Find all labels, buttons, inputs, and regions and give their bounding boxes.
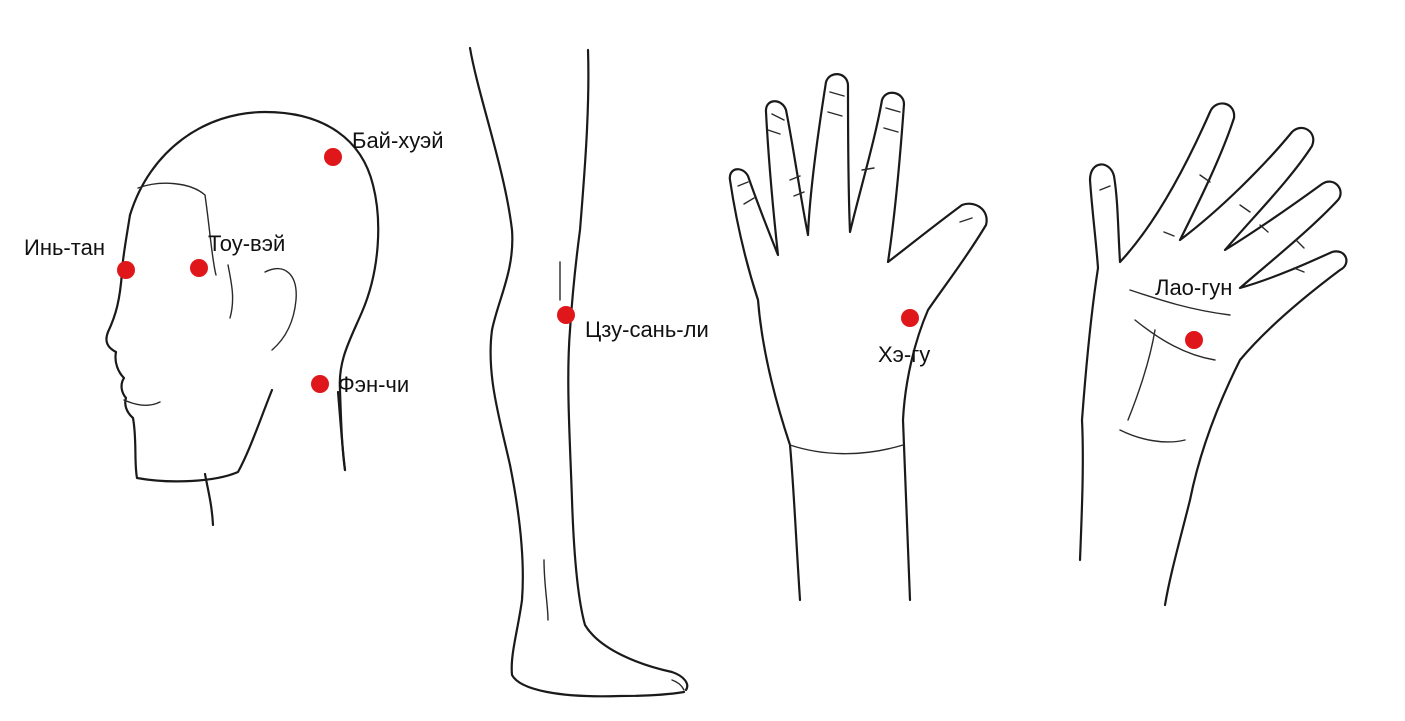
heel-line [543, 559, 549, 621]
acupoint-tou-wei [190, 259, 208, 277]
label-he-gu: Хэ-гу [878, 342, 930, 367]
neck-back-line [336, 390, 347, 472]
head-figure [105, 110, 380, 527]
leg-figure [468, 46, 689, 698]
label-bai-hui: Бай-хуэй [352, 128, 444, 153]
label-yin-tang: Инь-тан [24, 235, 105, 260]
label-tou-wei: Тоу-вэй [208, 231, 285, 256]
head-outline [128, 110, 380, 472]
acupoint-feng-chi [311, 375, 329, 393]
hand-back-wrist-line [789, 444, 904, 455]
leg-back-outline [567, 48, 689, 692]
hairline [137, 182, 217, 276]
palm-finger-lines [1099, 174, 1305, 273]
acupoint-he-gu [901, 309, 919, 327]
label-lao-gong: Лао-гун [1155, 275, 1232, 300]
toe-line [671, 679, 685, 691]
chin-line [123, 399, 161, 407]
acupoint-lao-gong [1185, 331, 1203, 349]
palm-crease-lines [1119, 289, 1231, 443]
ear-outline [227, 264, 297, 351]
face-outline [105, 213, 274, 483]
hand-back-outline [728, 73, 988, 602]
hand-palm-figure [1078, 102, 1348, 607]
label-zu-san-li: Цзу-сань-ли [585, 317, 709, 342]
acupoint-bai-hui [324, 148, 342, 166]
hand-palm-outline [1078, 102, 1348, 607]
leg-front-outline [468, 46, 686, 698]
hand-back-figure [728, 73, 988, 602]
acupoint-yin-tang [117, 261, 135, 279]
neck-line [203, 472, 215, 527]
hand-back-knuckle-lines [737, 91, 973, 223]
acupoint-zu-san-li [557, 306, 575, 324]
label-feng-chi: Фэн-чи [338, 372, 409, 397]
